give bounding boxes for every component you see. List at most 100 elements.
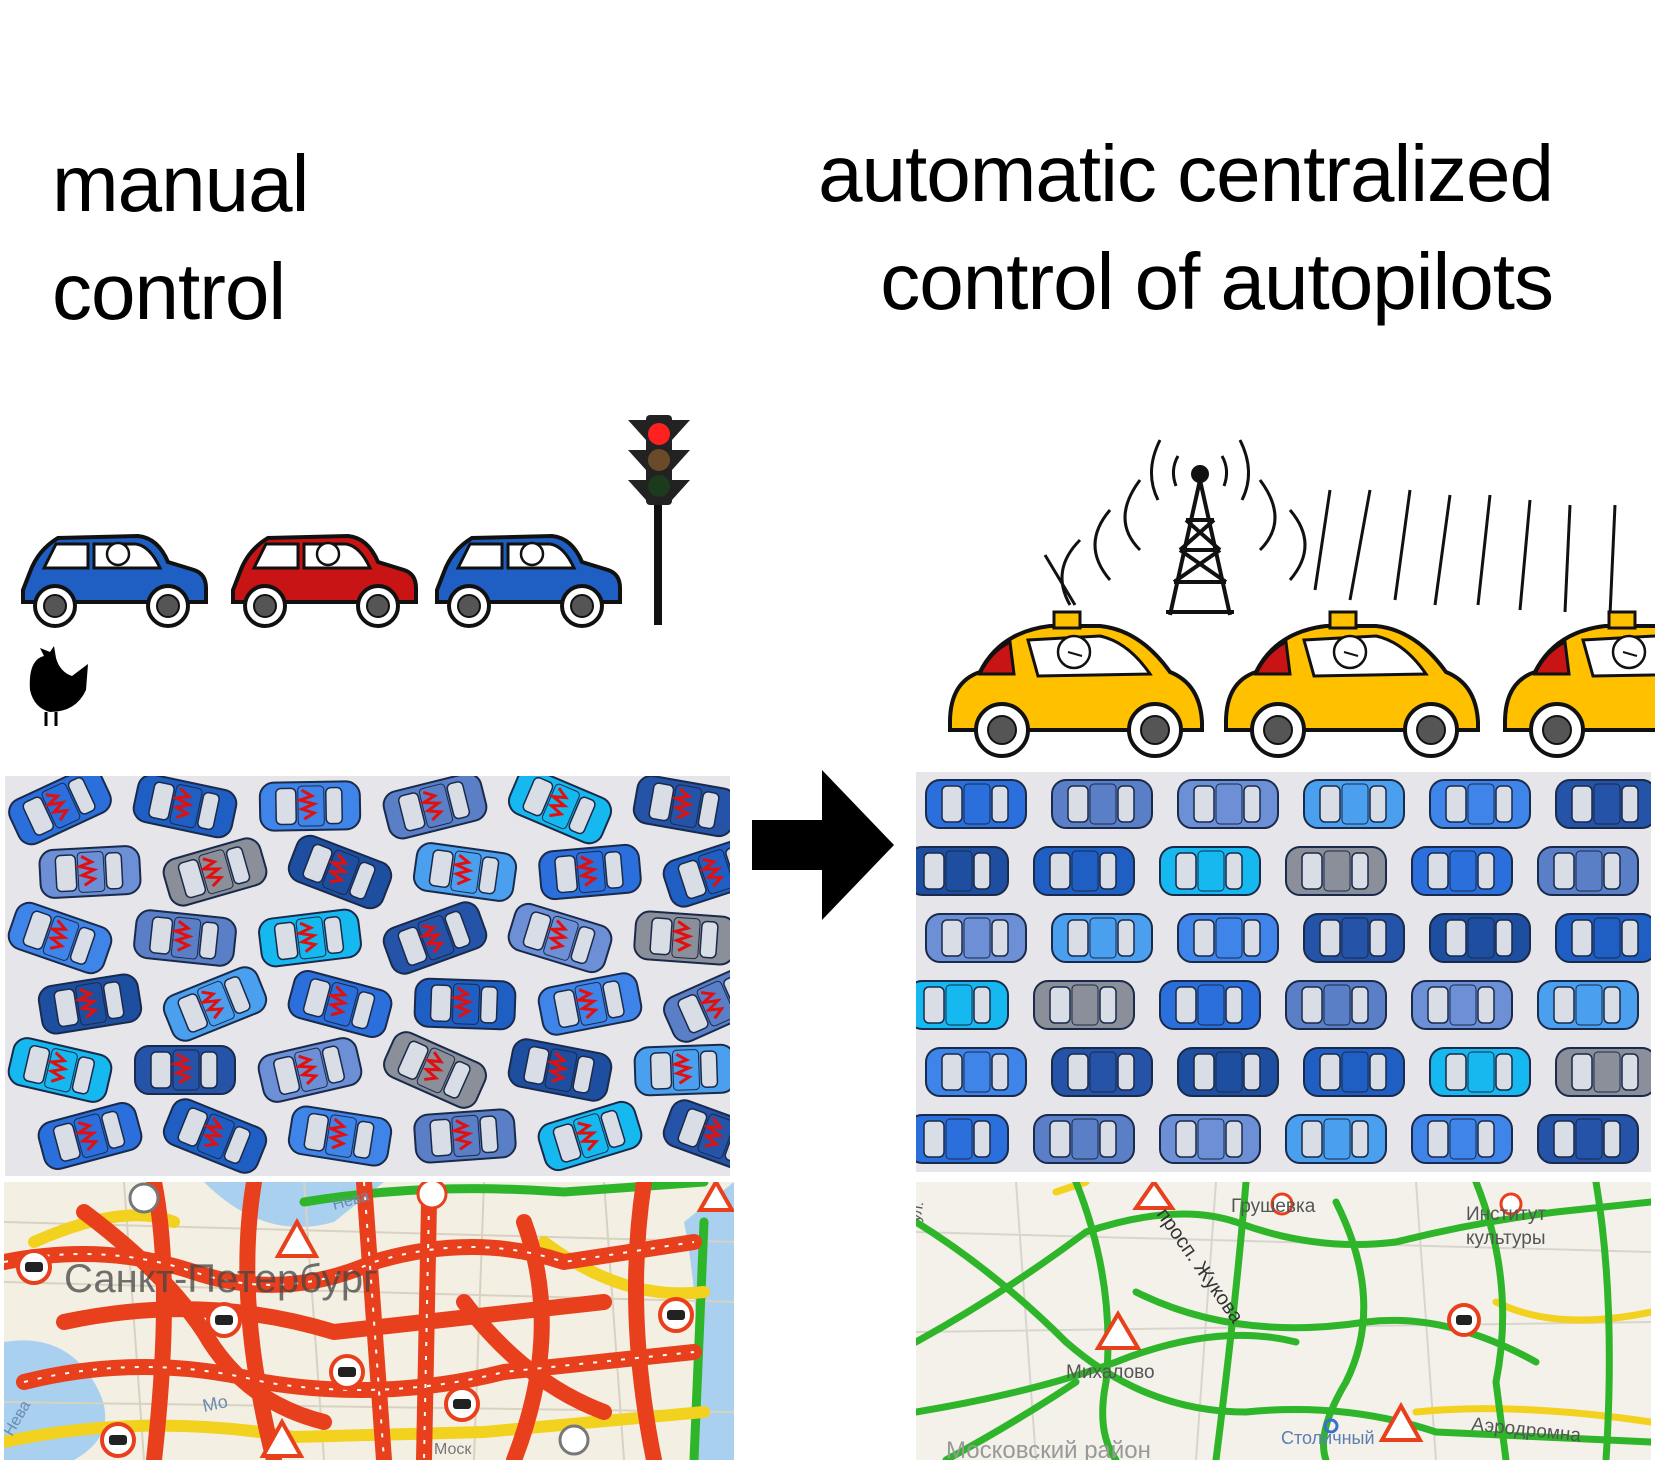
jammed-car [537,972,643,1036]
red-car [231,534,418,628]
map-label-ul: ул. [916,1200,927,1223]
chaotic-traffic-panel [5,776,730,1176]
jammed-car [257,1037,363,1103]
jammed-car [162,837,268,907]
map-label-mikhalovo: Михалово [1066,1362,1155,1383]
jammed-car [382,901,488,975]
jammed-car [413,1108,517,1164]
map-label-moskovsky: Моск [434,1441,472,1458]
left-title-line1: manual [52,139,309,228]
ordered-traffic-panel [916,772,1651,1172]
right-title: automatic centralized control of autopil… [633,120,1554,336]
jammed-car [412,842,518,902]
jammed-car [507,1038,613,1102]
jammed-car [507,776,613,845]
jammed-car [7,1037,113,1103]
ordered-car [1033,1114,1135,1164]
left-title: manual control [52,130,572,346]
jammed-car [162,1098,268,1174]
jammed-car [287,834,393,910]
ordered-car [916,846,1009,896]
jammed-car [537,1100,643,1172]
jammed-car [287,1105,393,1167]
ordered-car [1429,1047,1531,1097]
ordered-car [916,980,1009,1030]
ordered-car [1537,980,1639,1030]
incident-icon [16,1182,694,1458]
radio-tower-icon [1166,465,1234,616]
ordered-car [916,1114,1009,1164]
ordered-car [1177,1047,1279,1097]
ordered-car [1033,846,1135,896]
congested-map: Нева Санкт-Петербург Нева Мо Моск [4,1182,734,1460]
incident-icon [1270,1192,1523,1337]
ordered-car [1429,779,1531,829]
jammed-car [662,1099,730,1173]
ordered-car [1051,779,1153,829]
ordered-car [1159,980,1261,1030]
ordered-car [1411,980,1513,1030]
jammed-car [258,908,362,968]
taxi-3 [1503,610,1655,758]
jammed-car [507,902,613,974]
ordered-car [1303,779,1405,829]
ordered-car [1051,913,1153,963]
ordered-car [1033,980,1135,1030]
top-illustration [21,415,1655,758]
ordered-car [1285,1114,1387,1164]
jammed-car [7,901,113,975]
jammed-car [632,776,730,838]
jammed-car [258,780,362,832]
roadworks-icon [1094,1182,1176,1350]
map-label-institute-2: культуры [1466,1228,1546,1249]
right-title-line2: control of autopilots [880,237,1554,326]
ordered-car [1555,913,1651,963]
ordered-car [1303,913,1405,963]
jammed-car [133,909,237,967]
blue-car-2 [435,534,622,628]
jammed-car [8,776,112,846]
right-title-line1: automatic centralized [818,129,1554,218]
ordered-car [1411,846,1513,896]
ordered-car [1159,1114,1261,1164]
jammed-car [633,910,730,966]
ordered-car [1285,846,1387,896]
jammed-car [633,1043,730,1097]
ordered-car [1177,779,1279,829]
map-label-grushevka: Грушевка [1231,1196,1316,1217]
map-label-city: Санкт-Петербург [64,1257,378,1301]
ordered-car [1555,1047,1651,1097]
warning-icon [259,1182,734,1458]
free-roads [916,1182,1651,1460]
jammed-car [37,973,143,1035]
jammed-car [37,1102,143,1170]
ordered-car [1303,1047,1405,1097]
signal-waves [1043,439,1617,616]
taxi-1 [948,610,1204,758]
map-label-district: Московский район [946,1437,1151,1460]
jammed-car [134,1045,236,1095]
jammed-car [382,776,488,840]
jammed-car [663,965,730,1043]
ordered-car [1051,1047,1153,1097]
blue-car-1 [21,534,208,628]
free-flow-map: Грушевка Институт культуры просп. Жукова… [916,1182,1651,1460]
metro-icon [1323,1418,1339,1434]
ordered-car [1555,779,1651,829]
map-label-stolichny: Столичный [1281,1428,1375,1448]
taxi-2 [1224,610,1480,758]
ordered-car [925,1047,1027,1097]
jammed-car [162,966,268,1042]
jammed-car [383,1031,487,1109]
jammed-car [287,970,393,1038]
warning-icon [1378,1401,1424,1442]
ordered-car [1177,913,1279,963]
map-label-institute-1: Институт [1466,1204,1546,1225]
jammed-car [662,836,730,908]
jammed-car [538,843,642,901]
ordered-car [1429,913,1531,963]
ordered-car [1537,846,1639,896]
left-title-line2: control [52,247,286,336]
jammed-car [413,977,517,1031]
ordered-car [1285,980,1387,1030]
